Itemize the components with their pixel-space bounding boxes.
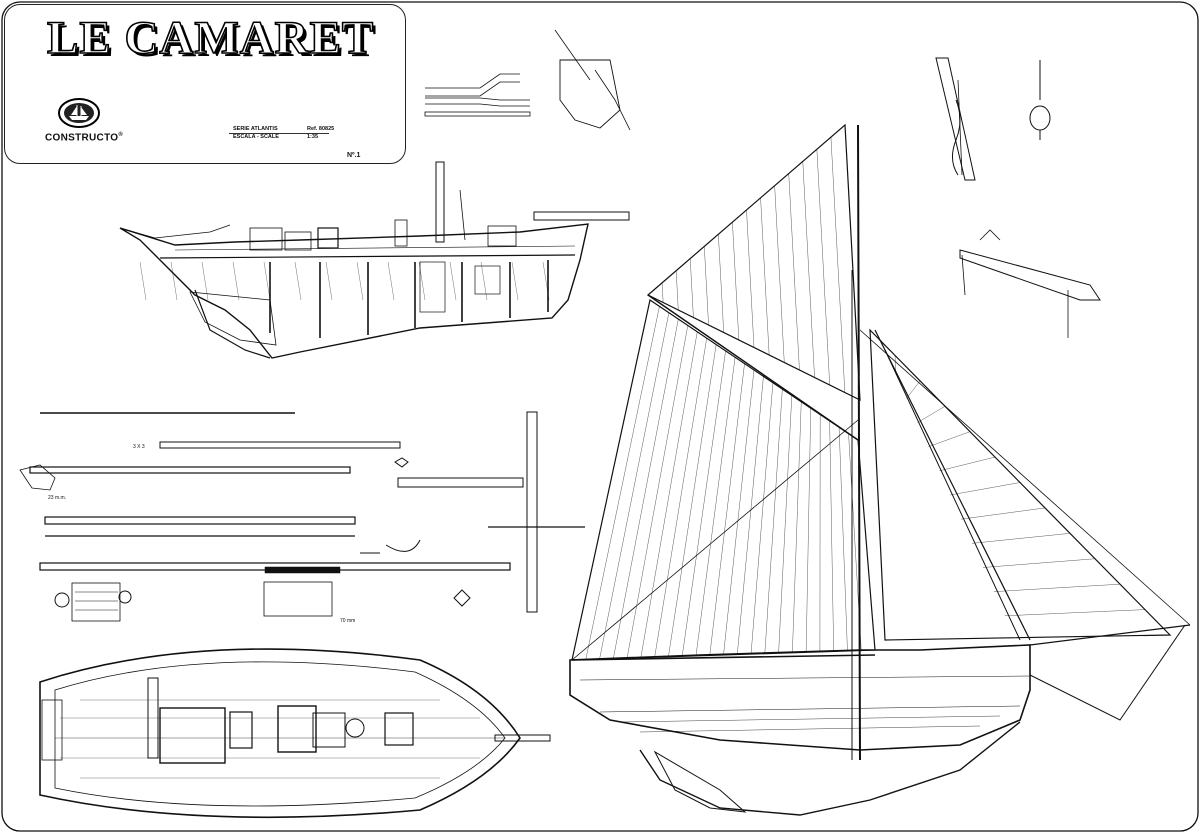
hull-rib (387, 261, 395, 301)
mainsail-seam (792, 401, 802, 653)
mainsail-seam (848, 433, 862, 651)
hull-rib (542, 261, 550, 301)
mainsail-seam (585, 306, 660, 660)
plan-title: LE CAMARET (46, 11, 375, 65)
jib-seam (982, 558, 1096, 568)
hull-rib (356, 261, 364, 301)
jib-seam (917, 406, 946, 423)
topsail-seam (830, 137, 846, 393)
topsail-seam (746, 209, 755, 348)
mainsail-seam (682, 350, 726, 657)
topsail-seam (675, 270, 679, 311)
hull-rib (449, 261, 457, 301)
jib-seam (993, 583, 1121, 592)
topsail-seam (760, 197, 770, 356)
ref-label: Ref. 80825 (307, 126, 335, 132)
mainsail-seam (737, 376, 764, 655)
hull-rib (263, 261, 271, 301)
topsail-seam (732, 222, 740, 341)
hull-rib (511, 261, 519, 301)
mainsail-seam (838, 427, 848, 651)
topsail-seam (704, 246, 709, 326)
hull-rib (480, 261, 488, 301)
sail-plan-view (569, 123, 1191, 816)
mainsail-seam (750, 382, 774, 655)
jib-seam (1004, 609, 1146, 617)
mainsail-seam (654, 338, 707, 658)
jib-seam (961, 507, 1046, 520)
hull-rib (418, 261, 426, 301)
topsail-seam (774, 185, 785, 363)
escala-label: ESCALA - SCALE (233, 134, 279, 140)
hull-rib (294, 261, 302, 301)
mainsail-seam (668, 344, 717, 657)
jib-seam (928, 431, 971, 447)
mainsail-seam (640, 331, 698, 658)
topsail-seam (802, 161, 815, 378)
reference-table: SERIE ATLANTIS Ref. 80825 ESCALA - SCALE 1… (233, 125, 334, 141)
jib-seam (939, 456, 996, 472)
dimension-70mm: 70 mm (340, 618, 356, 624)
mainsail-seam (613, 319, 679, 659)
title-block: LE CAMARET CONSTRUCTO® SERIE ATLANTIS Ref… (4, 4, 406, 164)
topsail-seam (816, 149, 830, 386)
scale-value: 1:35 (307, 134, 319, 140)
topsail-seam (718, 234, 724, 333)
brand-name: CONSTRUCTO® (45, 132, 124, 144)
hull-rib (325, 261, 333, 301)
jib-seam (950, 482, 1021, 496)
dimension-3x3: 3 X 3 (133, 444, 145, 450)
mainsail-seam (778, 395, 792, 654)
topsail-seam (690, 258, 694, 318)
mainsail-seam (599, 312, 670, 660)
serie-label: SERIE ATLANTIS (233, 126, 278, 132)
deck-plan-view (39, 648, 551, 819)
hull-rib (170, 261, 178, 301)
topsail-seam (788, 173, 800, 371)
mainsail-seam (805, 408, 811, 653)
sheet-number: Nº.1 (347, 152, 361, 159)
dimension-23mm: 23 m.m. (48, 495, 67, 501)
oars-parts (424, 29, 631, 131)
hull-rib (139, 261, 147, 301)
detail-sketches (935, 57, 1101, 338)
constructo-logo-icon (58, 98, 100, 128)
jib-seam (894, 355, 897, 375)
mainsail-seam (764, 389, 783, 654)
mainsail-seam (626, 325, 688, 659)
mainsail-seam (709, 363, 745, 656)
reference-divider (229, 133, 329, 134)
mainsail-seam (723, 369, 755, 656)
topsail-seam (661, 282, 664, 303)
jib-seam (971, 533, 1071, 544)
mainsail-seam (829, 420, 834, 652)
jib-seam (906, 380, 921, 399)
hull-rib (232, 261, 240, 301)
mainsail-seam (695, 357, 736, 656)
hull-rib (201, 261, 209, 301)
hull-section-view (119, 161, 630, 359)
spar-parts (19, 411, 585, 622)
